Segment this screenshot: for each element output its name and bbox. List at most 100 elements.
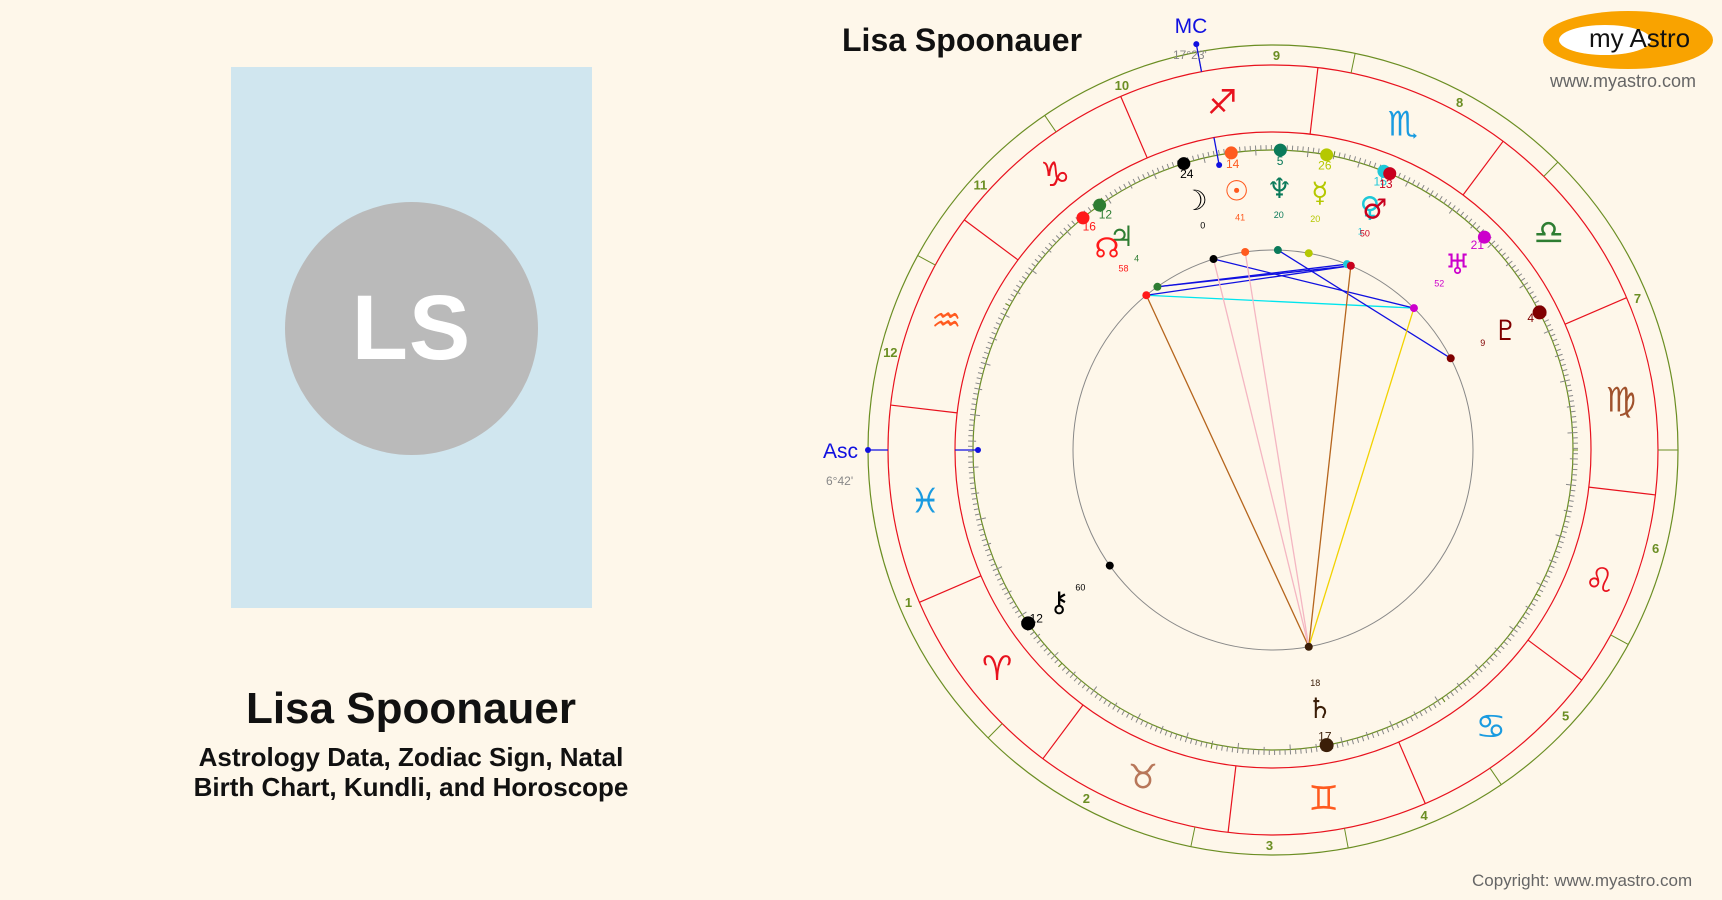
planet-minute: 9 xyxy=(1480,338,1485,348)
mc-degree: 17°23' xyxy=(1173,48,1207,62)
aspect-line xyxy=(1213,258,1415,309)
planet-minute: 18 xyxy=(1310,678,1320,688)
sun-icon[interactable]: ☉ xyxy=(1224,175,1249,208)
planet-degree: 12 xyxy=(1030,612,1044,626)
copyright-text: Copyright: www.myastro.com xyxy=(1472,871,1693,890)
profile-photo-placeholder: LS xyxy=(231,67,592,608)
aspect-line xyxy=(1244,251,1310,647)
asc-label: Asc xyxy=(823,440,858,463)
degree-ticks xyxy=(968,145,1578,755)
planet-marker[interactable] xyxy=(1383,167,1397,181)
moon-icon[interactable]: ☽ xyxy=(1183,184,1208,217)
planet-degree: 14 xyxy=(1226,157,1240,171)
planet-degree: 17 xyxy=(1318,729,1332,743)
zodiac-signs: ♈♉♊♋♌♍♎♏♐♑♒♓ xyxy=(890,67,1656,833)
sign-virgo-icon: ♍ xyxy=(1606,380,1636,420)
myastro-logo[interactable]: my Astro xyxy=(1543,11,1713,69)
house-number: 1 xyxy=(905,595,912,610)
logo-white-ellipse xyxy=(1559,25,1651,55)
planet-marker[interactable] xyxy=(1076,211,1090,225)
mc-label: MC xyxy=(1175,15,1208,38)
house-number: 11 xyxy=(974,178,988,193)
house-number: 4 xyxy=(1421,808,1429,823)
mars-icon[interactable]: ♂ xyxy=(1362,193,1387,226)
saturn-icon[interactable]: ♄ xyxy=(1307,692,1332,725)
planet-minute: 60 xyxy=(1075,582,1085,592)
house-number: 8 xyxy=(1456,95,1463,110)
planet-degree: 16 xyxy=(1083,220,1097,234)
sign-gemini-icon: ♊ xyxy=(1308,779,1338,819)
planet-marker[interactable] xyxy=(1319,738,1334,753)
planet-marker[interactable] xyxy=(1320,148,1334,162)
planet-degree: 24 xyxy=(1180,167,1194,181)
chart-title: Lisa Spoonauer xyxy=(842,22,1083,58)
house-number: 10 xyxy=(1115,78,1129,93)
aspect-line xyxy=(1157,265,1351,288)
planet-minute: 50 xyxy=(1360,229,1370,239)
planet-degree: 12 xyxy=(1099,207,1113,221)
planet-minute: 52 xyxy=(1434,279,1444,289)
planet-minute: 1 xyxy=(1358,227,1363,237)
aspect-line xyxy=(1145,294,1310,648)
planet-degree: 4 xyxy=(1527,311,1534,325)
house-number: 2 xyxy=(1083,791,1090,806)
planet-minute: 0 xyxy=(1200,221,1205,231)
sign-pisces-icon: ♓ xyxy=(910,482,940,522)
house-number: 9 xyxy=(1273,48,1280,63)
planet-marker[interactable] xyxy=(1021,616,1036,631)
planet-degree: 13 xyxy=(1379,177,1393,191)
avatar-initials: LS xyxy=(351,277,472,379)
planet-minute: 58 xyxy=(1119,263,1129,273)
planet-degree: 15 xyxy=(1374,175,1388,189)
house-number: 6 xyxy=(1652,541,1659,556)
planet-marker[interactable] xyxy=(1532,305,1547,320)
avatar: LS xyxy=(285,202,538,455)
person-name-heading: Lisa Spoonauer xyxy=(245,684,577,733)
logo-text: my Astro xyxy=(1589,23,1691,53)
planet-minute: 20 xyxy=(1274,210,1284,220)
subtitle-line-2: Birth Chart, Kundli, and Horoscope xyxy=(193,772,629,802)
house-number: 5 xyxy=(1562,708,1569,723)
planet-minute: 20 xyxy=(1310,214,1320,224)
aspect-line xyxy=(1146,294,1414,309)
sign-cancer-icon: ♋ xyxy=(1476,707,1506,747)
pluto-icon[interactable]: ♇ xyxy=(1493,314,1518,347)
sign-libra-icon: ♎ xyxy=(1534,213,1564,253)
planet-marker[interactable] xyxy=(1224,146,1238,160)
aspect-line xyxy=(1308,265,1352,647)
sign-taurus-icon: ♉ xyxy=(1128,758,1158,798)
jupiter-icon[interactable]: ♃ xyxy=(1109,220,1134,253)
planet-minute: 4 xyxy=(1134,253,1139,263)
planet-marker[interactable] xyxy=(1273,143,1287,157)
chart-rings xyxy=(867,44,1679,856)
house-number: 3 xyxy=(1266,838,1273,853)
mercury-icon[interactable]: ☿ xyxy=(1311,176,1328,209)
planet-markers: ☽240☉1441♆520☿2620♀151♂1350♅2152♇49♄1718… xyxy=(1021,143,1547,753)
north-node-icon[interactable]: ☊ xyxy=(1095,231,1120,264)
sign-aries-icon: ♈ xyxy=(982,649,1012,689)
planet-minute: 41 xyxy=(1235,212,1245,222)
sign-aquarius-icon: ♒ xyxy=(931,301,961,341)
sign-sagittarius-icon: ♐ xyxy=(1207,83,1237,123)
uranus-icon[interactable]: ♅ xyxy=(1445,248,1470,281)
planet-degree: 5 xyxy=(1277,154,1284,168)
aspect-line xyxy=(1212,258,1310,647)
neptune-icon[interactable]: ♆ xyxy=(1267,172,1292,205)
planet-marker[interactable] xyxy=(1177,157,1191,171)
aspect-line xyxy=(1277,249,1452,359)
chiron-icon[interactable]: ⚷ xyxy=(1049,585,1070,618)
site-link[interactable]: www.myastro.com xyxy=(1550,71,1697,91)
subtitle-line-1: Astrology Data, Zodiac Sign, Natal xyxy=(198,742,624,772)
planet-marker[interactable] xyxy=(1477,230,1491,244)
sign-scorpio-icon: ♏ xyxy=(1388,104,1418,144)
sign-capricorn-icon: ♑ xyxy=(1040,155,1070,195)
aspect-line xyxy=(1308,307,1415,647)
venus-icon[interactable]: ♀ xyxy=(1360,191,1381,224)
aspect-line xyxy=(1146,265,1351,296)
planet-degree: 26 xyxy=(1318,159,1332,173)
house-number: 12 xyxy=(883,345,897,360)
planet-marker[interactable] xyxy=(1093,198,1107,212)
